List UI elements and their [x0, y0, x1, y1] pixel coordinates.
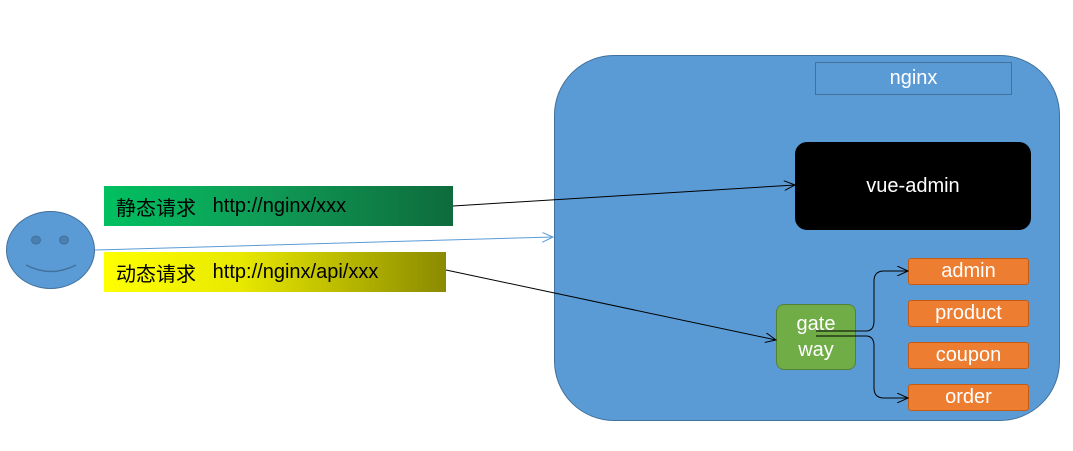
vue-admin-node: vue-admin: [795, 142, 1031, 230]
service-order: order: [908, 384, 1029, 411]
gateway-to-admin-connector: [816, 271, 908, 332]
dynamic-request-type: 动态请求: [116, 263, 196, 286]
gateway-node: gate way: [776, 304, 856, 370]
smiley-face-icon: [25, 235, 77, 273]
static-request-url: http://nginx/xxx: [212, 194, 347, 217]
static-request-label: 静态请求 http://nginx/xxx: [104, 186, 453, 226]
service-admin: admin: [908, 258, 1029, 285]
service-product: product: [908, 300, 1029, 327]
dynamic-request-label: 动态请求 http://nginx/api/xxx: [104, 252, 446, 292]
dynamic-request-url: http://nginx/api/xxx: [212, 260, 379, 283]
gateway-to-order-connector: [816, 335, 908, 398]
dynamic-request-arrow: [445, 269, 776, 340]
gateway-label: gate way: [796, 313, 836, 361]
static-request-arrow: [452, 185, 795, 207]
user-to-nginx-arrow: [94, 237, 553, 251]
nginx-label: nginx: [815, 62, 1012, 95]
user-smiley-icon: [6, 211, 95, 289]
static-request-type: 静态请求: [116, 197, 196, 220]
service-coupon: coupon: [908, 342, 1029, 369]
